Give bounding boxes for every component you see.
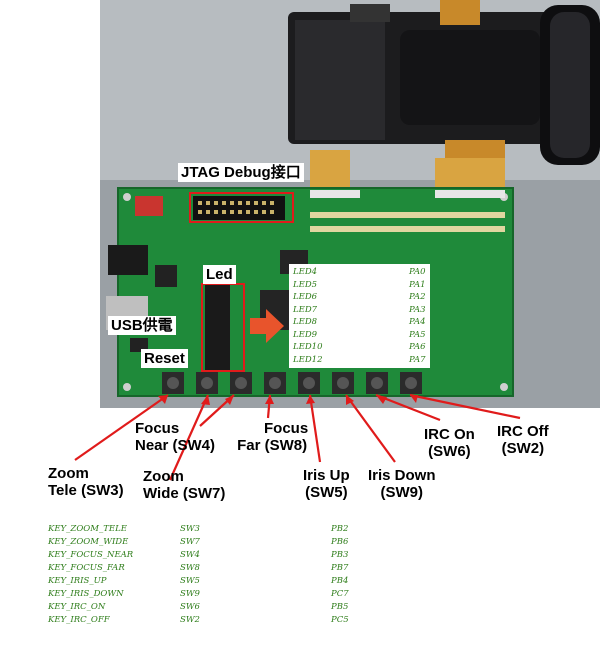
key-pin: PB5 — [331, 602, 349, 612]
key-name: KEY_FOCUS_FAR — [48, 563, 125, 573]
led-label-title: Led — [203, 265, 236, 284]
label-irc-on-line2: (SW6) — [428, 443, 471, 460]
label-irc-off-line1: IRC Off — [497, 423, 549, 440]
led-label: LED9 — [293, 329, 318, 340]
label-irc-off: IRC Off (SW2) — [497, 423, 549, 457]
key-sw: SW8 — [180, 563, 200, 573]
key-sw: SW7 — [180, 537, 200, 547]
label-irc-on: IRC On (SW6) — [424, 426, 475, 460]
key-pin: PB4 — [331, 576, 349, 586]
led-label: LED6 — [293, 292, 318, 302]
label-zoom-tele: Zoom Tele (SW3) — [48, 465, 124, 499]
label-iris-down-line2: (SW9) — [380, 484, 424, 501]
led-pin: PA5 — [409, 329, 426, 340]
led-label: LED10 — [293, 342, 323, 352]
label-irc-off-line2: (SW2) — [501, 440, 545, 457]
label-zoom-wide-line2: Wide (SW7) — [143, 485, 226, 502]
led-pin: PA2 — [409, 292, 426, 302]
board-illustration — [100, 0, 600, 408]
key-pin: PB2 — [331, 524, 349, 534]
line-zoom-wide — [168, 394, 210, 481]
key-name: KEY_IRC_ON — [48, 602, 106, 612]
label-zoom-wide-line1: Zoom — [143, 468, 184, 485]
key-sw: SW3 — [180, 524, 200, 534]
label-iris-up: Iris Up (SW5) — [303, 467, 350, 501]
led-pin: PA6 — [409, 342, 426, 352]
key-name: KEY_ZOOM_TELE — [48, 524, 127, 534]
line-iris-up — [308, 394, 322, 463]
key-pin: PB6 — [331, 537, 349, 547]
label-irc-on-line1: IRC On — [424, 426, 475, 443]
led-highlight-box — [201, 283, 245, 372]
arrowhead-zoom-tele — [158, 395, 168, 404]
label-iris-up-line2: (SW5) — [305, 484, 348, 501]
led-pin: PA4 — [409, 317, 426, 327]
led-pin: PA1 — [409, 279, 426, 290]
key-pin: PC5 — [331, 615, 349, 625]
key-sw: SW4 — [180, 550, 200, 560]
label-focus-far-line2: Far (SW8) — [237, 437, 308, 454]
label-zoom-wide: Zoom Wide (SW7) — [143, 468, 225, 502]
led-label: LED4 — [293, 267, 318, 277]
led-label: LED7 — [293, 304, 318, 315]
key-pin: PC7 — [331, 589, 349, 599]
key-sw: SW2 — [180, 615, 200, 625]
label-zoom-tele-line2: Tele (SW3) — [48, 482, 124, 499]
key-name: KEY_ZOOM_WIDE — [48, 537, 129, 547]
key-name: KEY_IRC_OFF — [48, 615, 110, 625]
label-focus-near-line1: Focus — [135, 420, 180, 437]
jtag-label: JTAG Debug接口 — [178, 163, 304, 182]
line-zoom-tele — [74, 394, 169, 461]
label-iris-down-line1: Iris Down — [368, 467, 436, 484]
led-arrow — [250, 309, 284, 343]
jtag-highlight-box — [189, 192, 294, 223]
key-name: KEY_FOCUS_NEAR — [48, 550, 134, 560]
led-pin: PA3 — [409, 304, 426, 315]
key-sw: SW9 — [180, 589, 200, 599]
led-pin: PA0 — [409, 267, 426, 277]
key-name: KEY_IRIS_DOWN — [48, 589, 124, 599]
led-label: LED12 — [293, 354, 323, 365]
line-irc-off — [409, 393, 521, 420]
key-pin: PB7 — [331, 563, 349, 573]
label-focus-far-line1: Focus — [264, 420, 309, 437]
line-iris-down — [345, 394, 396, 463]
label-focus-far: Focus Far (SW8) — [236, 420, 308, 454]
label-iris-down: Iris Down (SW9) — [368, 467, 436, 501]
usb-power-label: USB供電 — [108, 316, 176, 335]
key-sw: SW6 — [180, 602, 200, 612]
key-sw: SW5 — [180, 576, 200, 586]
label-iris-up-line1: Iris Up — [303, 467, 350, 484]
label-focus-near-line2: Near (SW4) — [135, 437, 216, 454]
key-pin: PB3 — [331, 550, 349, 560]
board-photo — [100, 0, 600, 408]
led-map-table: LED4 PA0 LED5 PA1 LED6 PA2 LED7 PA3 LED8… — [289, 264, 430, 368]
camera-module — [288, 0, 600, 165]
label-zoom-tele-line1: Zoom — [48, 465, 89, 482]
label-focus-near: Focus Near (SW4) — [135, 420, 215, 454]
line-irc-on — [375, 393, 441, 422]
led-label: LED5 — [293, 279, 318, 290]
reset-label: Reset — [141, 349, 188, 368]
led-label: LED8 — [293, 317, 318, 327]
key-name: KEY_IRIS_UP — [48, 576, 107, 586]
led-pin: PA7 — [409, 354, 426, 365]
